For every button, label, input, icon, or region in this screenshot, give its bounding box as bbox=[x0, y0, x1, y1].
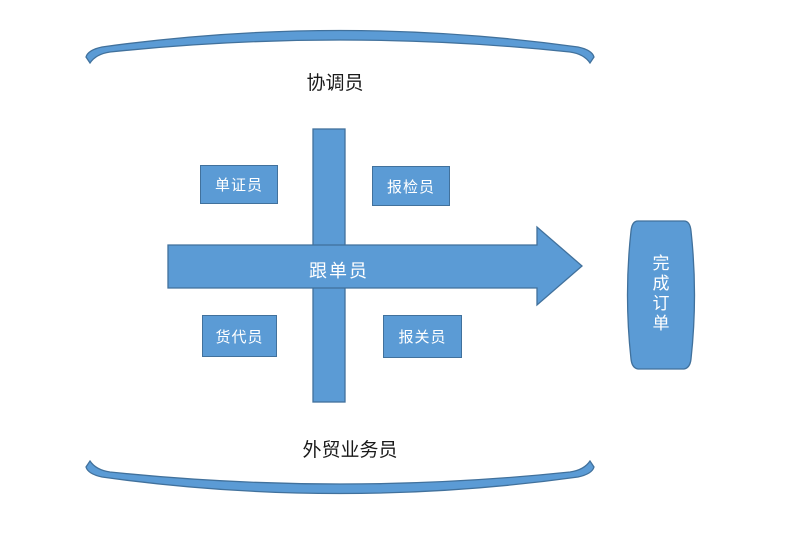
merchandiser-arrow-label: 跟单员 bbox=[309, 261, 369, 282]
top-arc-shape bbox=[85, 29, 595, 65]
complete-order-vertical-text: 完成订单 bbox=[652, 254, 670, 334]
coordinator-label: 协调员 bbox=[306, 72, 364, 94]
complete-order-shape bbox=[626, 220, 696, 370]
complete-order-label: 完成订单 bbox=[627, 254, 695, 334]
box-inspection-declarant-label: 报检员 bbox=[386, 177, 435, 196]
box-inspection-declarant: 报检员 bbox=[372, 166, 450, 206]
box-freight-forwarder-label: 货代员 bbox=[215, 327, 264, 346]
box-customs-declarant-label: 报关员 bbox=[398, 328, 447, 346]
box-documentation-clerk-label: 单证员 bbox=[214, 176, 263, 194]
box-customs-declarant: 报关员 bbox=[383, 315, 462, 358]
merchandiser-arrow-shape bbox=[167, 225, 583, 307]
box-documentation-clerk: 单证员 bbox=[200, 165, 278, 204]
foreign-trade-salesperson-label: 外贸业务员 bbox=[302, 439, 398, 461]
box-freight-forwarder: 货代员 bbox=[202, 315, 277, 357]
bottom-arc-shape bbox=[85, 459, 595, 495]
